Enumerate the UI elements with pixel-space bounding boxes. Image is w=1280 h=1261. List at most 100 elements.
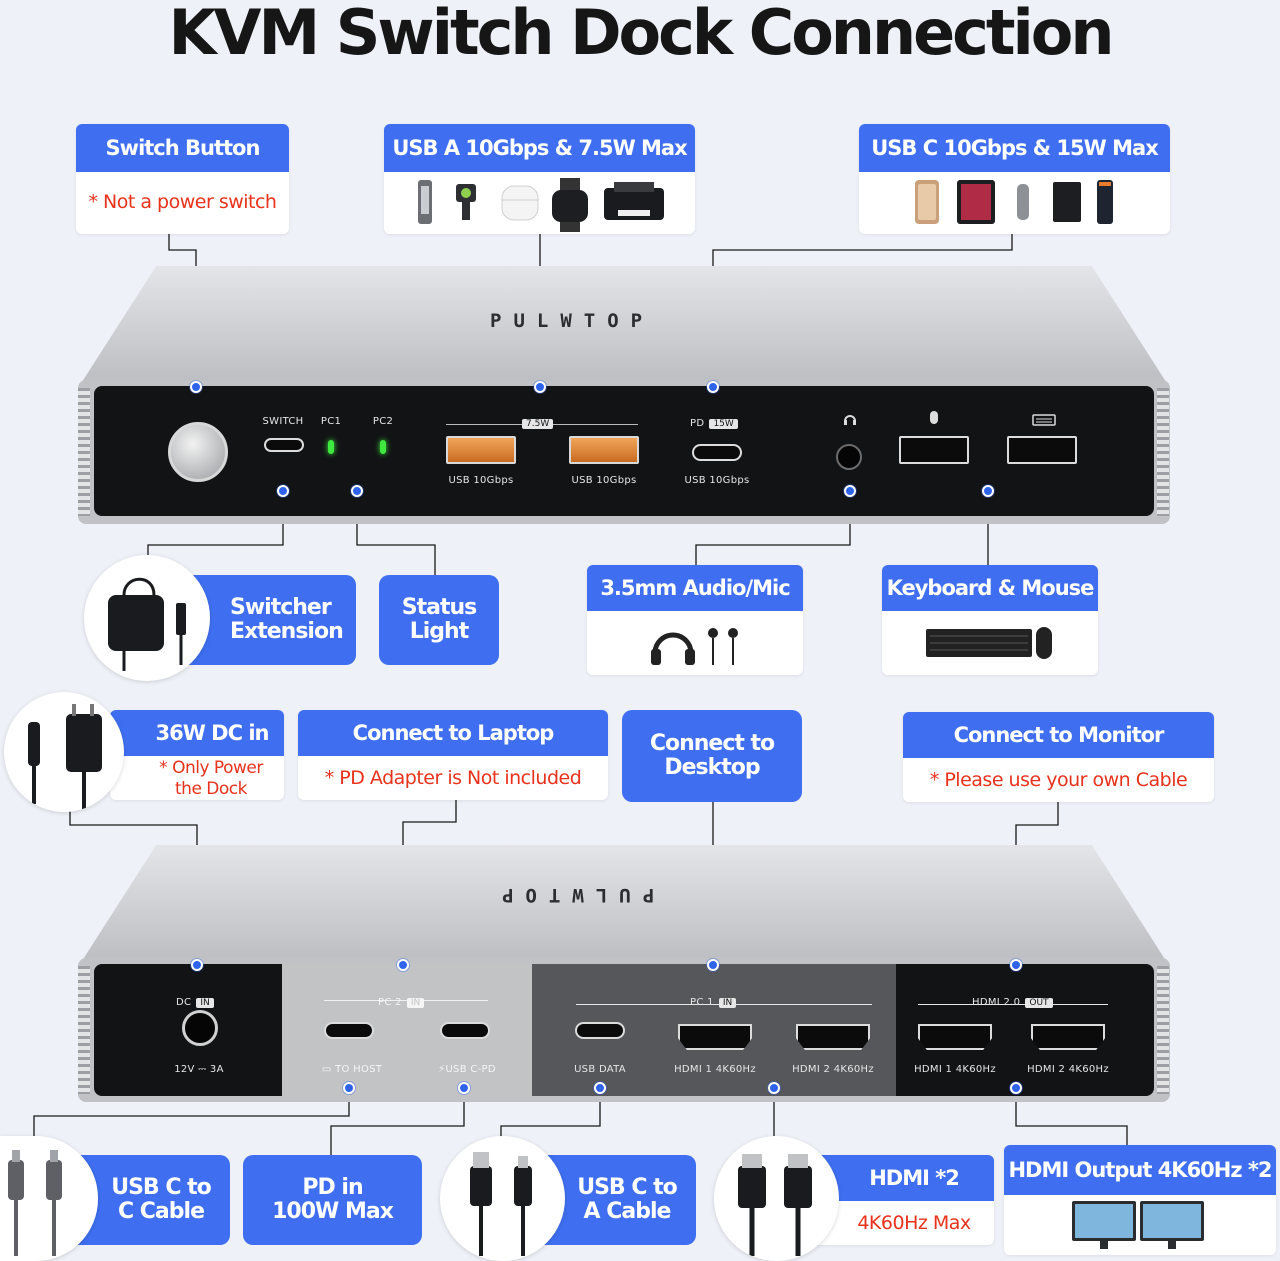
hdmi-2-output-port[interactable]: [1031, 1024, 1105, 1050]
pc2-label: PC 2 IN: [378, 990, 425, 1009]
usb-c-port[interactable]: [692, 444, 742, 461]
pc2-usb-c-pd-port[interactable]: [440, 1022, 490, 1039]
laptop-card: Connect to Laptop * PD Adapter is Not in…: [298, 710, 608, 800]
usb-a-marker: [534, 381, 546, 393]
card-note: * Not a power switch: [88, 191, 277, 213]
usb-a-port-2-label: USB 10Gbps: [571, 475, 637, 486]
card-heading: 36W DC in: [110, 710, 284, 756]
card-note: 4K60Hz Max: [857, 1212, 971, 1234]
pc2-to-host-port[interactable]: [324, 1022, 374, 1039]
hdmi-1-input-port[interactable]: [678, 1024, 752, 1050]
usb-data-port[interactable]: [575, 1022, 625, 1039]
brand-logo-mirrored: PULWTOP: [490, 884, 655, 906]
dc-label: DC IN: [176, 990, 214, 1009]
card-heading: HDMI Output 4K60Hz *2: [1004, 1145, 1276, 1195]
pc1-label: PC 1 IN: [690, 990, 737, 1009]
vent-grille-right: [1157, 388, 1169, 516]
usb-c-marker: [707, 381, 719, 393]
mouse-icon: [1036, 627, 1052, 659]
switch-port[interactable]: [264, 438, 304, 452]
card-heading: Keyboard & Mouse: [882, 565, 1098, 611]
usb-a-port-1[interactable]: [446, 436, 516, 464]
hdmi-input-marker: [768, 1082, 780, 1094]
card-heading: HDMI *2: [810, 1155, 994, 1201]
hard-drive-icon: [1053, 182, 1081, 222]
switch-label: SWITCH: [262, 416, 304, 427]
status-light-pill: Status Light: [379, 575, 499, 665]
hdmi-out-label: HDMI 2.0 OUT: [972, 990, 1053, 1009]
usb-c-to-c-label: USB C to C Cable: [111, 1175, 212, 1224]
dock-front-panel: SWITCH PC1 PC2 7.5W USB 10Gbps USB 10Gbp…: [94, 386, 1154, 516]
dock-back-panel: DC IN 12V ⎓ 3A PC 2 IN ▭ TO HOST ⚡USB C-…: [94, 964, 1154, 1096]
pc1-marker: [707, 959, 719, 971]
flash-drive-icon: [418, 180, 432, 224]
ssd-icon: [1097, 180, 1113, 224]
card-heading: USB C 10Gbps & 15W Max: [859, 124, 1170, 172]
usb-a-device-icons: [418, 178, 664, 232]
usb-c-pd-label: ⚡USB C-PD: [438, 1064, 496, 1075]
audio-marker: [844, 485, 856, 497]
hdmi-2-input-port[interactable]: [796, 1024, 870, 1050]
usb-c-to-a-label: USB C to A Cable: [577, 1175, 678, 1224]
hdmi-output-card: HDMI Output 4K60Hz *2: [1004, 1145, 1276, 1255]
usb-c-card: USB C 10Gbps & 15W Max: [859, 124, 1170, 234]
dc-in-card: 36W DC in * Only Power the Dock: [110, 710, 284, 800]
keyboard-icon: [926, 629, 1032, 657]
earbuds-icon: [501, 185, 539, 221]
audio-card: 3.5mm Audio/Mic: [587, 565, 803, 675]
card-note: * Please use your own Cable: [929, 769, 1188, 791]
smartwatch-icon: [552, 178, 588, 232]
keyboard-mouse-marker: [982, 485, 994, 497]
audio-jack[interactable]: [836, 444, 862, 470]
usb-a-power-badge: 7.5W: [522, 411, 554, 430]
card-heading: Connect to Monitor: [903, 712, 1214, 758]
keyboard-usb-port[interactable]: [1007, 436, 1077, 464]
dual-monitor-icon: [1072, 1201, 1204, 1249]
hdmi-cable-icon: [738, 1154, 812, 1256]
card-heading: 3.5mm Audio/Mic: [587, 565, 803, 611]
hdmi-2-output-label: HDMI 2 4K60Hz: [1027, 1064, 1109, 1075]
pc2-status-led: [380, 440, 386, 454]
headphones-icon: [651, 632, 695, 665]
hdmi-cable-image: [714, 1136, 839, 1261]
pd-in-pill: PD in 100W Max: [243, 1155, 422, 1245]
desktop-label: Connect to Desktop: [649, 731, 775, 780]
hdmi-out-group-line: [918, 1004, 1108, 1005]
lightning-icon: ⚡: [438, 1064, 446, 1075]
audio-device-icons: [651, 628, 738, 665]
dc-in-jack[interactable]: [182, 1010, 218, 1046]
switcher-extension-image: [84, 555, 210, 681]
usb-a-port-1-label: USB 10Gbps: [448, 475, 514, 486]
usb-c-cable-icon: [8, 1150, 62, 1256]
hdmi-out-marker: [1010, 959, 1022, 971]
card-note: * PD Adapter is Not included: [324, 767, 582, 789]
card-heading: Connect to Laptop: [298, 710, 608, 756]
switch-port-marker: [277, 485, 289, 497]
pd-label: PD 15W: [690, 411, 738, 430]
to-host-label: ▭ TO HOST: [321, 1064, 383, 1075]
pc2-marker: [397, 959, 409, 971]
switch-button[interactable]: [168, 422, 228, 482]
webcam-icon: [456, 184, 476, 220]
usb-a-port-2[interactable]: [569, 436, 639, 464]
vent-grille-right-back: [1157, 966, 1169, 1094]
desktop-pill: Connect to Desktop: [622, 710, 802, 802]
keyboard-mouse-card: Keyboard & Mouse: [882, 565, 1098, 675]
hdmi-1-output-port[interactable]: [918, 1024, 992, 1050]
usb-data-label: USB DATA: [574, 1064, 626, 1075]
switch-button-marker: [190, 381, 202, 393]
hdmi-2-input-label: HDMI 2 4K60Hz: [792, 1064, 874, 1075]
mouse-usb-port[interactable]: [899, 436, 969, 464]
usb-c-port-label: USB 10Gbps: [684, 475, 750, 486]
pc2-section: [282, 964, 532, 1096]
usb-a-card: USB A 10Gbps & 7.5W Max: [384, 124, 695, 234]
page-title: KVM Switch Dock Connection: [168, 0, 1114, 69]
pc2-label: PC2: [372, 416, 394, 427]
printer-icon: [604, 182, 664, 220]
usb-data-marker: [594, 1082, 606, 1094]
pd-in-label: PD in 100W Max: [272, 1175, 394, 1224]
pc1-status-led: [328, 440, 334, 454]
card-heading: USB A 10Gbps & 7.5W Max: [384, 124, 695, 172]
dc-in-marker: [191, 959, 203, 971]
to-host-marker: [343, 1082, 355, 1094]
